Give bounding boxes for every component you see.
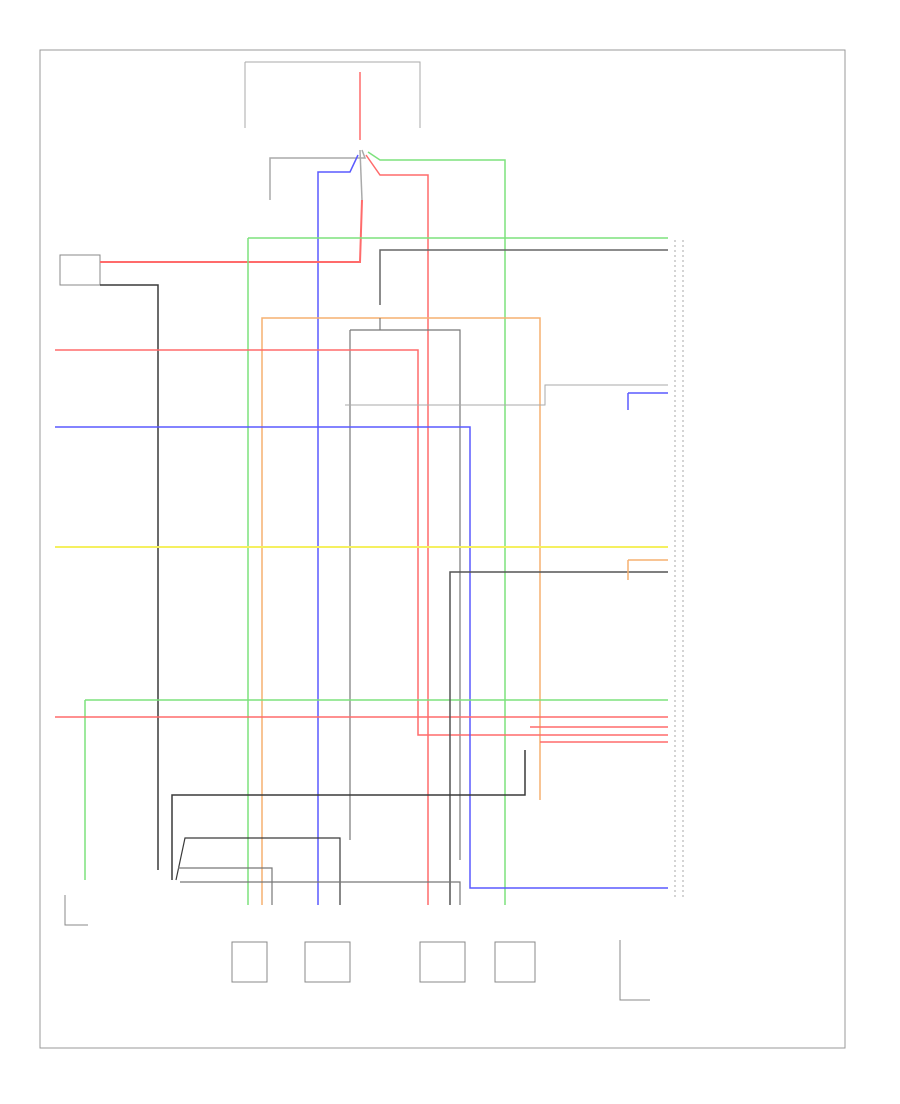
injector-4-box	[494, 941, 536, 983]
orange-loop	[261, 317, 541, 905]
gray-branch	[349, 318, 461, 860]
bottom-right-component	[619, 940, 650, 1001]
fuse-box-outline	[244, 61, 421, 128]
injector-1-box	[231, 941, 268, 983]
gray-lower-branch-2	[178, 867, 273, 905]
bottom-left-component	[64, 895, 88, 926]
top-splice-fanout	[269, 149, 506, 905]
gray-lower-branch	[180, 881, 461, 905]
injector-2-box	[304, 941, 351, 983]
black-branch	[175, 837, 341, 905]
main-power-wire	[100, 199, 363, 263]
blue-long-wire	[55, 426, 668, 889]
left-ground-wire	[100, 284, 159, 870]
dark-wire-mid	[449, 571, 668, 905]
black-lower-loop	[171, 750, 526, 880]
injector-3-box	[419, 941, 466, 983]
injector-group	[231, 941, 536, 983]
red-long-wire	[55, 349, 668, 736]
diagram-frame	[39, 49, 846, 1049]
dark-bus-top	[379, 249, 668, 305]
gray-wire-upper	[345, 384, 668, 406]
left-relay-box	[59, 254, 101, 286]
